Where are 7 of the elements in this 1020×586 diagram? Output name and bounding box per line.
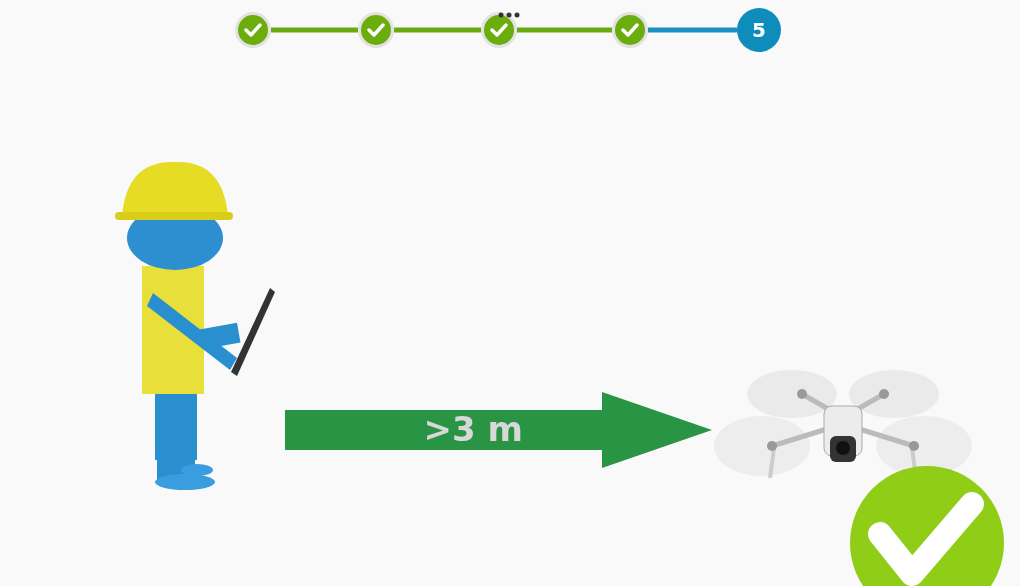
step-number: 5 — [752, 17, 766, 44]
edge-label: >3 m — [423, 412, 523, 446]
progress-line — [394, 27, 481, 33]
progress-line — [517, 27, 612, 33]
progress-line — [648, 27, 737, 33]
progress-line — [271, 27, 358, 33]
distance-arrow — [285, 392, 712, 468]
